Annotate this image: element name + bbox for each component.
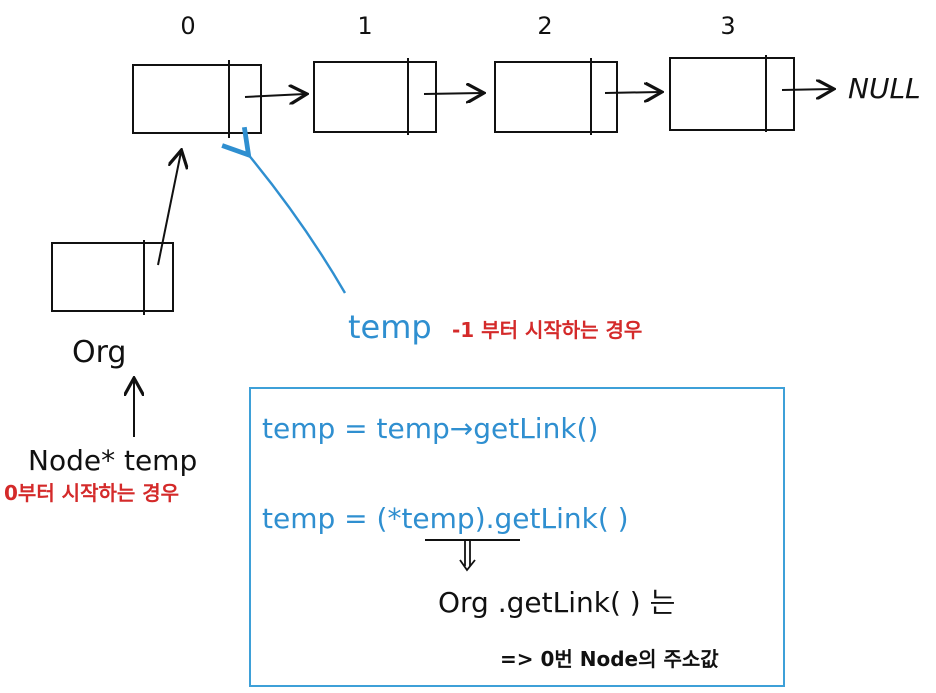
node-1-link-arrow <box>423 93 482 94</box>
org-link-arrow <box>157 152 181 266</box>
index-label-0: 0 <box>180 12 195 40</box>
temp-pointer-arrow <box>221 126 347 294</box>
code-line-3: Org .getLink( ) 는 <box>438 586 675 619</box>
temp-note: -1 부터 시작하는 경우 <box>452 318 642 342</box>
conclusion-text: => 0번 Node의 주소값 <box>500 647 719 671</box>
index-label-3: 3 <box>720 12 735 40</box>
deref-down-arrow <box>459 540 476 572</box>
org-label: Org <box>72 335 126 370</box>
node-3 <box>669 55 795 132</box>
code-line-2: temp = (*temp).getLink( ) <box>262 502 629 535</box>
code-line-1: temp = temp→getLink() <box>262 412 598 445</box>
node-0-link-arrow <box>244 94 305 97</box>
node-0 <box>132 60 262 138</box>
code-box <box>249 387 785 687</box>
temp-label: temp <box>348 308 432 346</box>
node-2 <box>494 58 618 135</box>
index-label-2: 2 <box>537 12 552 40</box>
null-label: NULL <box>848 72 921 105</box>
pointer-declaration: Node* temp <box>28 444 197 477</box>
org-node <box>51 240 174 315</box>
node-3-link-arrow <box>781 89 832 90</box>
org-note: 0부터 시작하는 경우 <box>4 481 179 505</box>
node-2-link-arrow <box>604 92 660 93</box>
index-label-1: 1 <box>357 12 372 40</box>
node-1 <box>313 58 437 135</box>
